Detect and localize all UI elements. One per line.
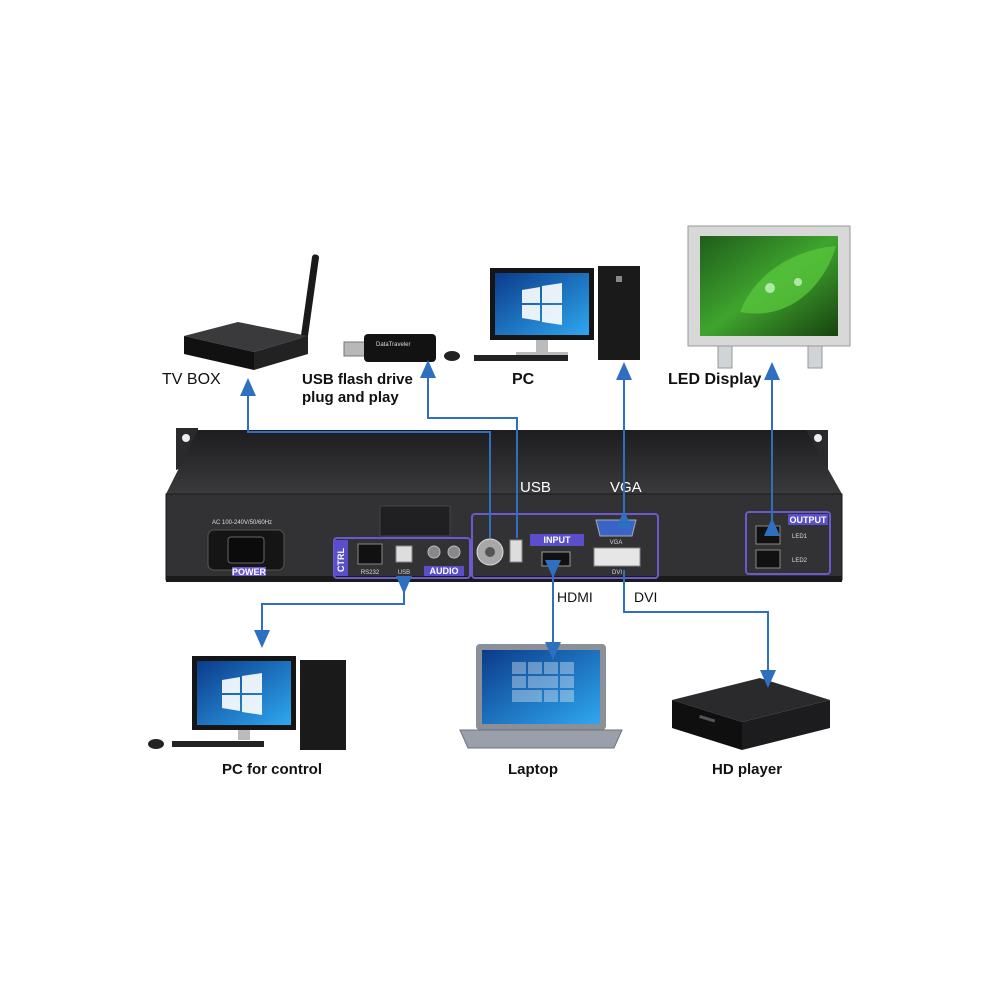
windows-logo-icon <box>222 673 262 715</box>
dvi-port-label: DVI <box>634 589 657 605</box>
laptop-label: Laptop <box>508 761 558 778</box>
windows-logo-icon <box>522 283 562 325</box>
usb-small-label: USB <box>398 570 410 576</box>
pc-label: PC <box>512 371 535 388</box>
ctrl-tag: CTRL <box>336 548 346 572</box>
input-section: INPUT VGA DVI <box>471 513 659 579</box>
audio-jack-icon <box>447 545 461 559</box>
arrow-usb-drive <box>420 360 518 538</box>
usb-plug-icon <box>343 341 367 357</box>
tower-icon <box>300 660 346 750</box>
rack-hole-icon <box>182 434 190 442</box>
power-spec-text: AC 100-240V/50/60Hz <box>212 520 272 526</box>
chassis-top <box>166 430 842 494</box>
led2-port-icon <box>755 549 781 569</box>
blank-plate <box>379 505 451 537</box>
laptop-device <box>459 644 623 749</box>
usb-b-port-icon <box>395 545 413 563</box>
hd-player-label: HD player <box>712 761 782 778</box>
audio-tag: AUDIO <box>430 566 459 576</box>
vga-port-label: VGA <box>610 479 642 496</box>
led1-label: LED1 <box>792 534 808 540</box>
usb-port-label: USB <box>520 479 551 496</box>
led2-label: LED2 <box>792 558 808 564</box>
ctrl-section: CTRL RS232 USB AUDIO <box>333 537 471 579</box>
led1-port-icon <box>755 525 781 545</box>
keyboard-icon <box>172 741 264 747</box>
usb-drive-label-line2: plug and play <box>302 389 399 406</box>
connection-lines <box>240 360 780 688</box>
pc-control-label: PC for control <box>222 761 322 778</box>
tv-box-label: TV BOX <box>162 371 221 388</box>
led-display-device <box>687 225 851 369</box>
rack-hole-icon <box>814 434 822 442</box>
hd-player-device <box>672 678 830 750</box>
pc-control-device <box>148 656 346 750</box>
arrow-pc-control <box>254 576 412 648</box>
laptop-screen <box>482 650 600 724</box>
svg-text:DataTraveler: DataTraveler <box>376 342 410 348</box>
arrow-tv-box <box>240 378 491 538</box>
leaf-icon <box>740 246 836 314</box>
mouse-icon <box>444 351 460 361</box>
usb-drive-label-line1: USB flash drive <box>302 371 413 388</box>
rs232-label: RS232 <box>361 570 380 576</box>
usb-drive-device: DataTraveler <box>343 334 436 362</box>
audio-jack-icon <box>427 545 441 559</box>
input-tag: INPUT <box>544 535 572 545</box>
laptop-keyboard <box>459 729 623 749</box>
power-label: POWER <box>232 567 267 577</box>
dvi-small-label: DVI <box>612 570 622 576</box>
hdmi-port-label: HDMI <box>557 589 593 605</box>
rs232-port-icon <box>357 543 383 565</box>
card-slot-icon <box>699 715 716 723</box>
antenna-icon <box>300 254 319 346</box>
vga-port-icon <box>595 519 637 537</box>
controller-chassis: AC 100-240V/50/60Hz POWER CTRL RS232 USB… <box>165 428 843 582</box>
led-display-label: LED Display <box>668 371 761 388</box>
usb-a-port-icon <box>509 539 523 563</box>
power-section: AC 100-240V/50/60Hz POWER <box>207 520 285 577</box>
keyboard-icon <box>474 355 568 361</box>
hdmi-port-icon <box>541 551 571 567</box>
vga-small-label: VGA <box>610 540 623 546</box>
pc-device <box>444 266 640 361</box>
mouse-icon <box>148 739 164 749</box>
arrow-hd-player <box>623 570 776 688</box>
dvi-port-icon <box>593 547 641 567</box>
tv-box-device <box>184 254 319 370</box>
output-tag: OUTPUT <box>790 515 828 525</box>
